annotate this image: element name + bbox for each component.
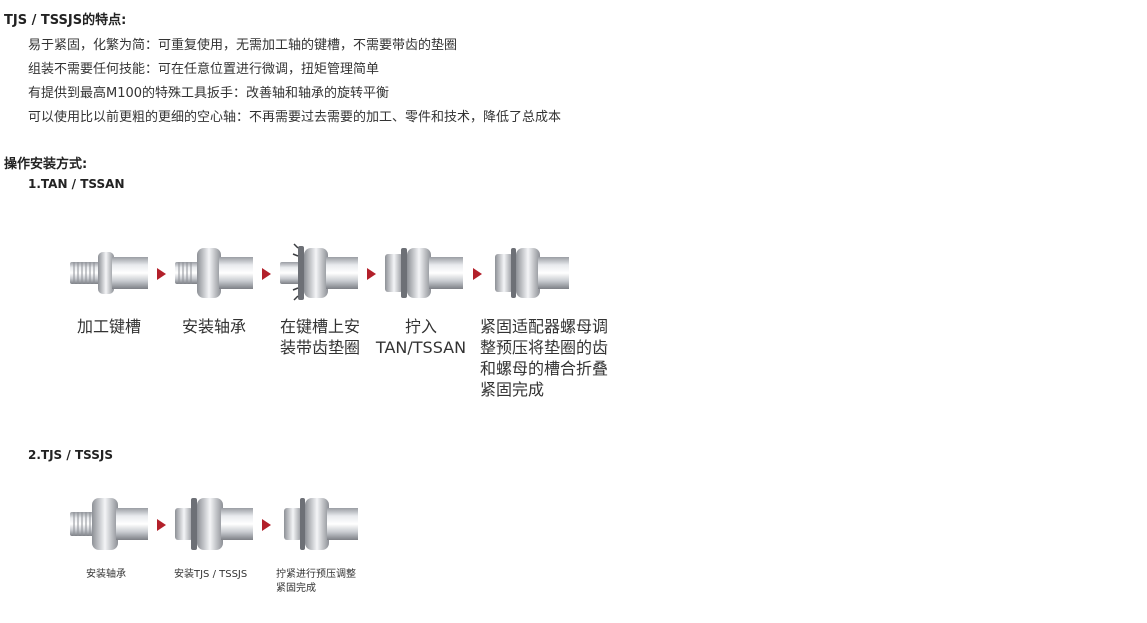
step-caption: 拧入 TAN/TSSAN [372,316,470,358]
step-arrow-icon [473,268,482,280]
step-caption: 在键槽上安 装带齿垫圈 [274,316,366,358]
step-caption: 紧固适配器螺母调 整预压将垫圈的齿 和螺母的槽合折叠 紧固完成 [480,316,620,400]
step-image-install-bearing [175,242,253,302]
step-caption-line: 安装轴承 [181,317,246,336]
step-caption-line: 紧固完成 [480,380,545,399]
step-caption-line: 安装TJS / TSSJS [174,569,248,580]
features-title: TJS / TSSJS的特点: [4,13,127,28]
step-caption-line: 安装轴承 [86,569,126,580]
step-image-toothed-washer [280,242,358,302]
step-arrow-icon [157,268,166,280]
step-image-screw-in-nut [385,242,463,302]
step-arrow-icon [367,268,376,280]
step-arrow-icon [157,519,166,531]
step-image-fasten-complete [491,242,569,302]
step-image-install-bearing [70,494,148,554]
step-caption: 安装轴承 [175,316,253,337]
step-caption: 加工键槽 [70,316,148,337]
step-caption-line: 拧入 [404,317,437,336]
feature-item-4: 可以使用比以前更粗的更细的空心轴：不再需要过去需要的加工、零件和技术，降低了总成… [28,110,562,125]
step-caption-line: 拧紧进行预压调整 [276,569,356,580]
step-caption-line: 紧固适配器螺母调 [480,317,609,336]
step-caption: 拧紧进行预压调整 紧固完成 [276,568,356,596]
section2-title: 2.TJS / TSSJS [28,448,113,462]
step-caption-line: 在键槽上安 [279,317,360,336]
step-caption-line: 和螺母的槽合折叠 [480,359,609,378]
step-caption-line: 加工键槽 [76,317,141,336]
step-caption-line: 紧固完成 [276,583,316,594]
step-caption: 安装TJS / TSSJS [174,568,247,582]
step-caption: 安装轴承 [86,568,126,582]
step-image-install-tjs [175,494,253,554]
section1-title: 1.TAN / TSSAN [28,177,125,191]
feature-item-3: 有提供到最高M100的特殊工具扳手：改善轴和轴承的旋转平衡 [28,86,390,101]
step-caption-line: 装带齿垫圈 [279,338,360,357]
step-caption-line: 整预压将垫圈的齿 [480,338,609,357]
step-image-machining-keyway [70,242,148,302]
feature-item-1: 易于紧固，化繁为简：可重复使用，无需加工轴的键槽，不需要带齿的垫圈 [28,38,458,53]
install-title: 操作安装方式: [4,157,88,172]
feature-item-2: 组装不需要任何技能：可在任意位置进行微调，扭矩管理简单 [28,62,380,77]
step-arrow-icon [262,268,271,280]
step-arrow-icon [262,519,271,531]
step-image-tighten-preload [280,494,358,554]
step-caption-line: TAN/TSSAN [375,338,467,357]
